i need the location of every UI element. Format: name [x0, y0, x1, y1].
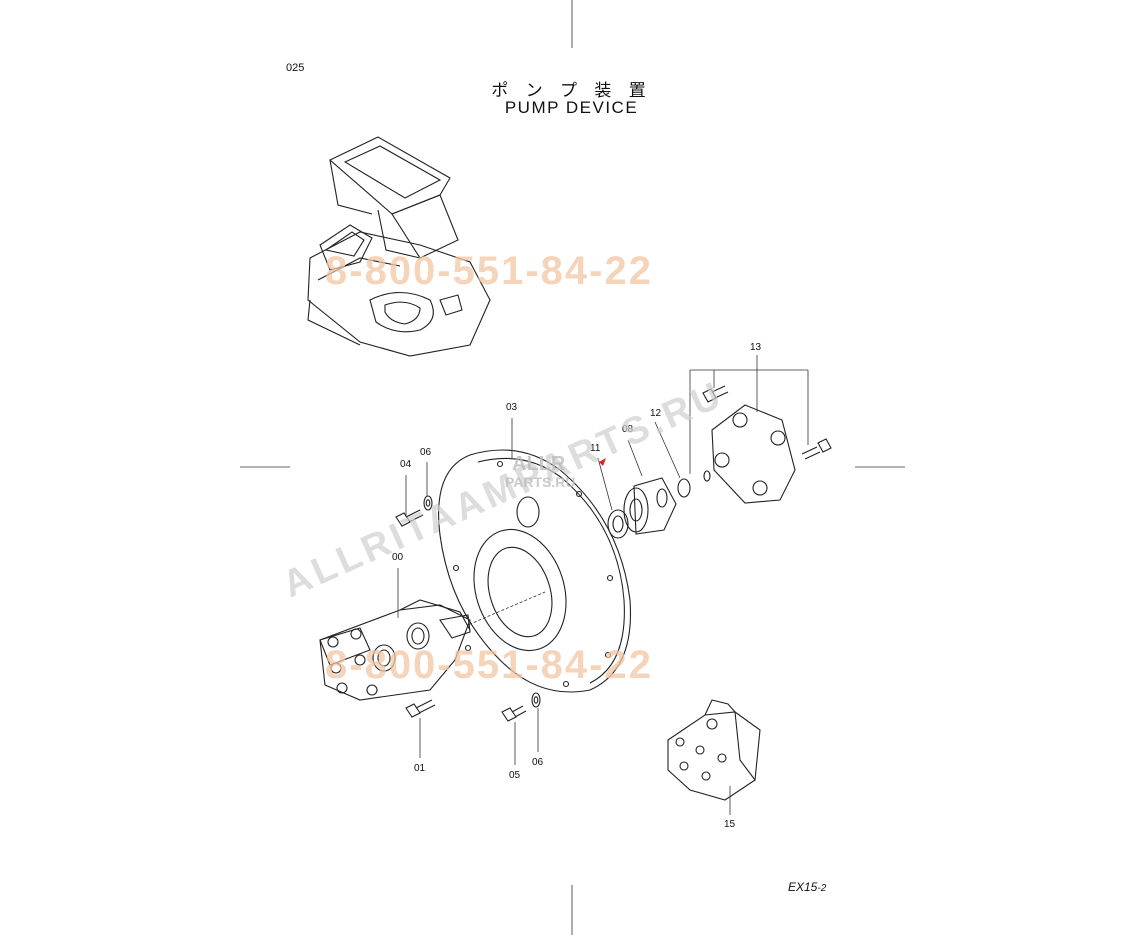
coupling-set: [702, 385, 832, 504]
callout-03: 03: [506, 402, 518, 413]
washer-06-top: [423, 495, 433, 511]
callout-11: 11: [590, 443, 601, 454]
oring-12: [677, 478, 691, 498]
title-japanese: ポ ン プ 装 置: [491, 81, 652, 101]
bolt-04: [395, 509, 424, 527]
registration-marks: [240, 0, 905, 935]
callout-13: 13: [750, 342, 762, 353]
callout-05: 05: [509, 770, 521, 781]
watermark-logo-line1: ALLR: [512, 453, 566, 475]
gear-pump-assembly: [319, 599, 471, 701]
callout-labels: 00 01 03 04 05 06 06 08 11 12 13 15: [392, 342, 762, 830]
page-number: 025: [286, 62, 305, 74]
callout-06-bottom: 06: [532, 757, 544, 768]
model-suffix: -2: [817, 883, 827, 894]
machine-overview-sketch: [307, 136, 491, 357]
callout-06-top: 06: [420, 447, 432, 458]
red-marker-icon: [599, 458, 606, 466]
washer-06-bottom: [531, 692, 541, 708]
bolt-01: [405, 699, 436, 718]
callout-15: 15: [724, 819, 736, 830]
watermark-phone-top: 8-800-551-84-22: [325, 249, 653, 293]
callout-00: 00: [392, 552, 404, 563]
bolt-05: [501, 705, 527, 722]
callout-01: 01: [414, 763, 426, 774]
model-name: EX15: [788, 880, 818, 894]
model-code: EX15-2: [788, 880, 826, 894]
flywheel-housing-plate: [413, 449, 632, 693]
ring-11: [607, 509, 629, 539]
watermark-phone-bottom: 8-800-551-84-22: [325, 643, 653, 687]
leader-lines: [397, 355, 809, 815]
bushing-08: [623, 477, 677, 535]
callout-12: 12: [650, 408, 662, 419]
title-english: PUMP DEVICE: [504, 98, 639, 117]
auxiliary-pump: [667, 699, 761, 801]
callout-04: 04: [400, 459, 412, 470]
watermark-logo-line2: PARTS.RU: [505, 474, 576, 490]
callout-08: 08: [622, 424, 634, 435]
